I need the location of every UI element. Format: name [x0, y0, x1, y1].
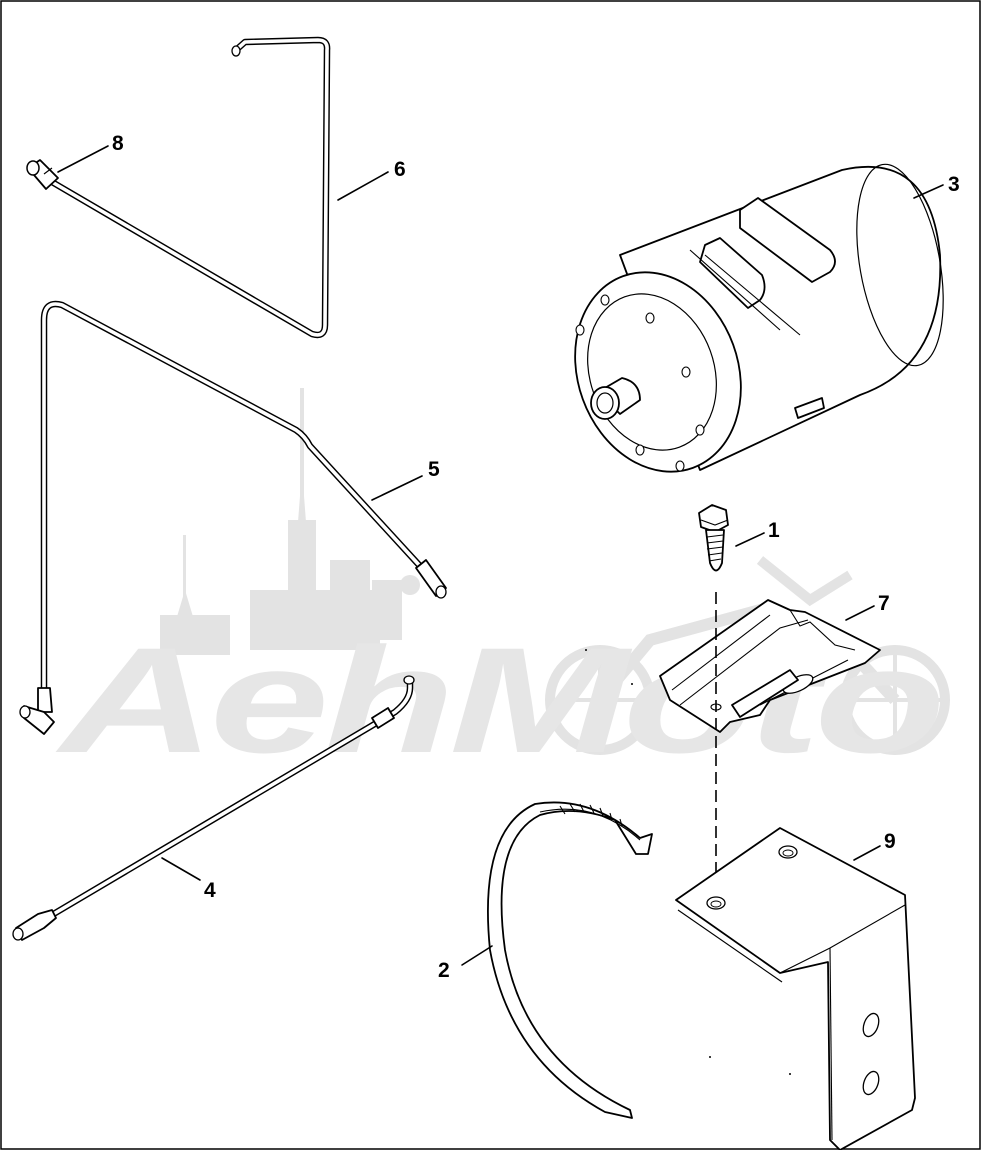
part-2-strap — [487, 801, 653, 1119]
speck — [789, 1073, 791, 1075]
leader-line-4 — [161, 857, 201, 881]
part-7-clip — [659, 599, 881, 733]
callout-8: 8 — [112, 132, 124, 155]
speck — [585, 649, 587, 651]
leader-line-1 — [735, 532, 765, 547]
part-5-vent-tube — [19, 300, 447, 735]
leader-line-2 — [461, 945, 493, 966]
leader-line-9 — [853, 845, 881, 861]
speck — [709, 1056, 711, 1058]
watermark-spire-graphic — [160, 388, 420, 655]
callout-7: 7 — [878, 592, 890, 615]
part-3-canister — [574, 163, 944, 473]
part-4-vent-tube — [12, 675, 415, 941]
callout-5: 5 — [428, 458, 440, 481]
callout-3: 3 — [948, 173, 960, 196]
leader-lines — [57, 145, 944, 966]
part-8-elbow-fitting — [26, 159, 59, 190]
leader-line-3 — [913, 184, 944, 199]
callout-4: 4 — [204, 879, 216, 902]
watermark: AehMoto — [54, 388, 950, 784]
part-1-bolt — [698, 504, 729, 572]
leader-line-5 — [371, 475, 423, 501]
callout-labels: 1 2 3 4 5 6 7 8 9 — [112, 132, 960, 982]
leader-line-8 — [57, 145, 109, 173]
callout-2: 2 — [438, 959, 450, 982]
leader-line-6 — [337, 171, 389, 201]
callout-6: 6 — [394, 158, 406, 181]
callout-1: 1 — [768, 519, 780, 542]
part-6-vent-tube — [48, 36, 331, 339]
callout-9: 9 — [884, 830, 896, 853]
part-9-mounting-bracket — [675, 827, 916, 1150]
speck — [631, 683, 633, 685]
leader-line-7 — [845, 605, 875, 621]
